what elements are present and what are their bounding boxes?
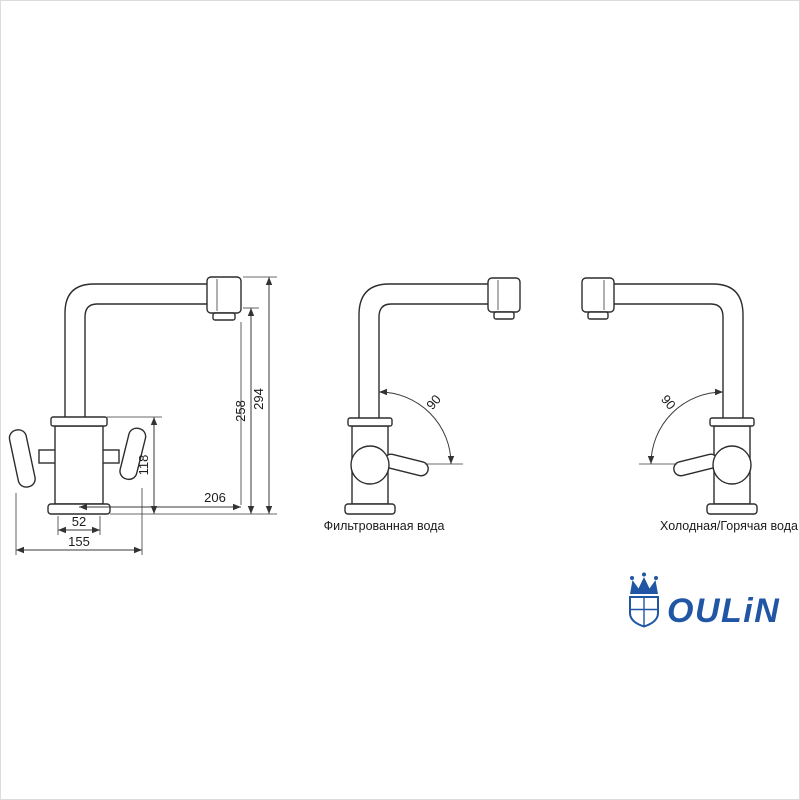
filtered-water-label: Фильтрованная вода [324,519,445,533]
filtered-spout-outer-line [358,283,492,419]
mixed-handle-hub [712,445,752,485]
faucet-mixed-view: 90 Холодная/Горячая вода [581,277,798,533]
mixed-body-cap [709,417,755,427]
shield-quarters [630,597,658,626]
dim-155-label: 155 [68,534,90,549]
mixed-swivel-arc [647,388,724,465]
filtered-body-cap [347,417,393,427]
mixed-base-flange [706,503,758,515]
mixed-spout-aerator [587,311,609,320]
mixed-spout-inner-line [610,303,724,419]
brand-logo: OULiN [629,572,780,630]
faucet-spout-inner-line [84,303,211,419]
dim-206-label: 206 [204,490,226,505]
filtered-spout-inner-line [378,303,492,419]
dim-52-label: 52 [72,514,86,529]
shield-shape [629,596,659,628]
spout-head [206,276,242,314]
mixed-water-label: Холодная/Горячая вода [660,519,798,533]
filtered-handle-hub [350,445,390,485]
filtered-spout-aerator [493,311,515,320]
dim-258-label: 258 [233,400,248,422]
filtered-base-flange [344,503,396,515]
faucet-front-view: 258 294 118 206 52 155 [8,276,277,555]
faucet-spout-outer-line [64,283,211,419]
crown-dot-center [642,572,646,577]
faucet-body [54,425,104,505]
mixed-spout-head [581,277,615,313]
spout-aerator [212,312,236,321]
dim-294-label: 294 [251,388,266,410]
dim-118-label: 118 [136,455,151,476]
faucet-filtered-view: 90 Фильтрованная вода [324,277,521,533]
oulin-crest-icon [629,572,659,628]
mixed-spout-outer-line [610,283,744,419]
crown-dot-right [654,576,658,580]
filtered-spout-head [487,277,521,313]
faucet-base-flange [47,503,111,515]
right-handle-lever [119,427,147,481]
filtered-swivel-arc [378,388,455,465]
dimension-lines: 258 294 118 206 52 155 [15,276,277,555]
brand-name-text: OULiN [667,592,780,630]
left-handle-lever [8,429,36,488]
crown-shape [630,577,658,594]
crown-dot-left [630,576,634,580]
faucet-body-cap [50,416,108,427]
